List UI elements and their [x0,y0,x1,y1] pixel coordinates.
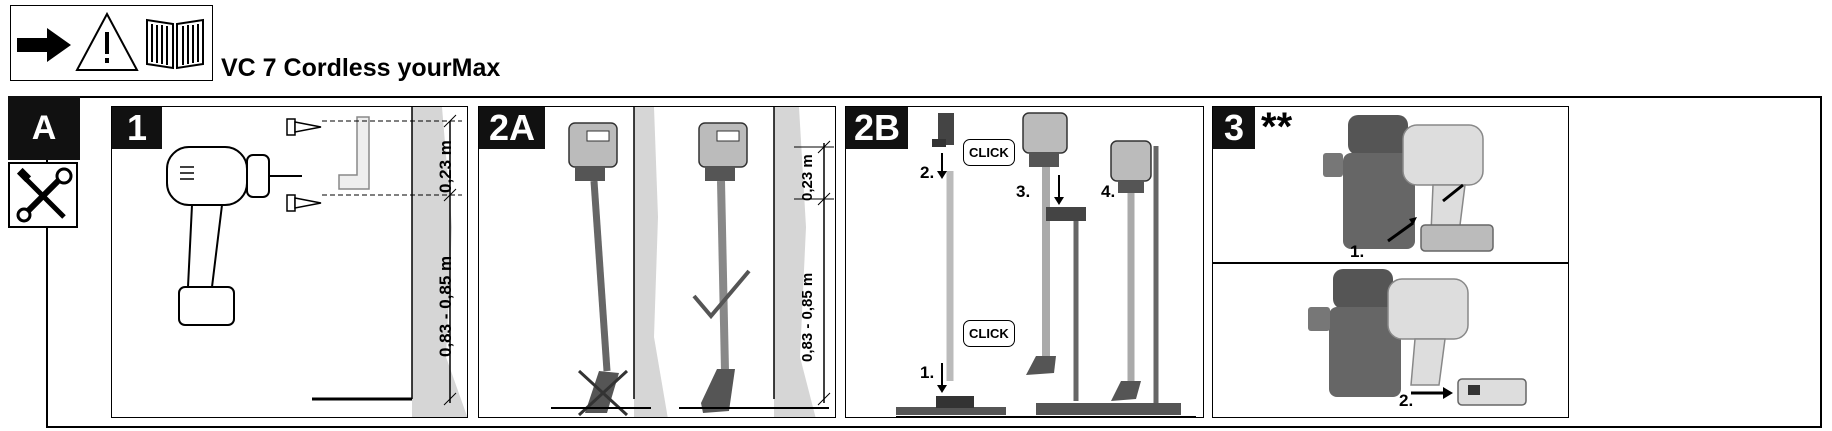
step-badge: 1 [112,107,162,149]
step-label-4: 4. [1101,182,1116,201]
battery-release-illustration [1323,115,1494,252]
warning-icon [75,11,139,71]
step-label-2: 2. [1399,391,1414,410]
wall-bracket-illustration [338,116,370,190]
dimension-lower: 0,83 - 0,85 m [799,272,816,362]
step-2b-panel: 2B CLICK CLICK 2. 3. 4. 1. [845,106,1204,418]
vacuum-wrong-illustration [568,122,629,417]
step-label-1: 1. [920,363,935,382]
wall-illustration [633,107,834,417]
step-badge: 2A [479,107,545,149]
panel-divider [1213,262,1568,264]
dimension-upper: 0,23 m [436,140,455,193]
manual-book-icon [146,18,204,70]
step-label-1: 1. [1350,242,1365,261]
dimension-upper: 0,23 m [799,154,816,201]
vacuum-correct-illustration [692,122,751,413]
section-badge: A [8,96,80,160]
page-title: VC 7 Cordless yourMax [221,54,501,82]
floor-line [679,407,829,409]
step-badge: 2B [846,107,908,149]
step-label-2: 2. [920,163,935,182]
battery-removed-illustration [1308,269,1527,406]
section-a-frame [46,96,1822,428]
screw-icon [286,118,322,136]
mount-assembly-illustration [896,112,1196,417]
screw-icon [286,194,322,212]
drill-illustration [166,146,302,326]
step-label-3: 3. [1016,182,1031,201]
click-callout-bottom: CLICK [963,320,1015,347]
arrow-right-icon [17,28,71,62]
symbol-box [10,5,213,81]
step-2a-panel: 2A 0,23 m 0,83 - 0,85 m [478,106,836,418]
step-badge: 3 [1213,107,1255,149]
step-3-panel: 3 ** 1. 2. [1212,106,1569,418]
click-callout-top: CLICK [963,139,1015,166]
tools-box [8,162,78,228]
wrench-screwdriver-icon [16,167,73,223]
step-1-panel: 1 0,23 m 0,83 - 0,85 m [111,106,468,418]
dimension-lower: 0,83 - 0,85 m [436,255,455,357]
wall-illustration [312,107,467,417]
floor-line [551,407,651,409]
footnote-stars: ** [1261,106,1293,149]
